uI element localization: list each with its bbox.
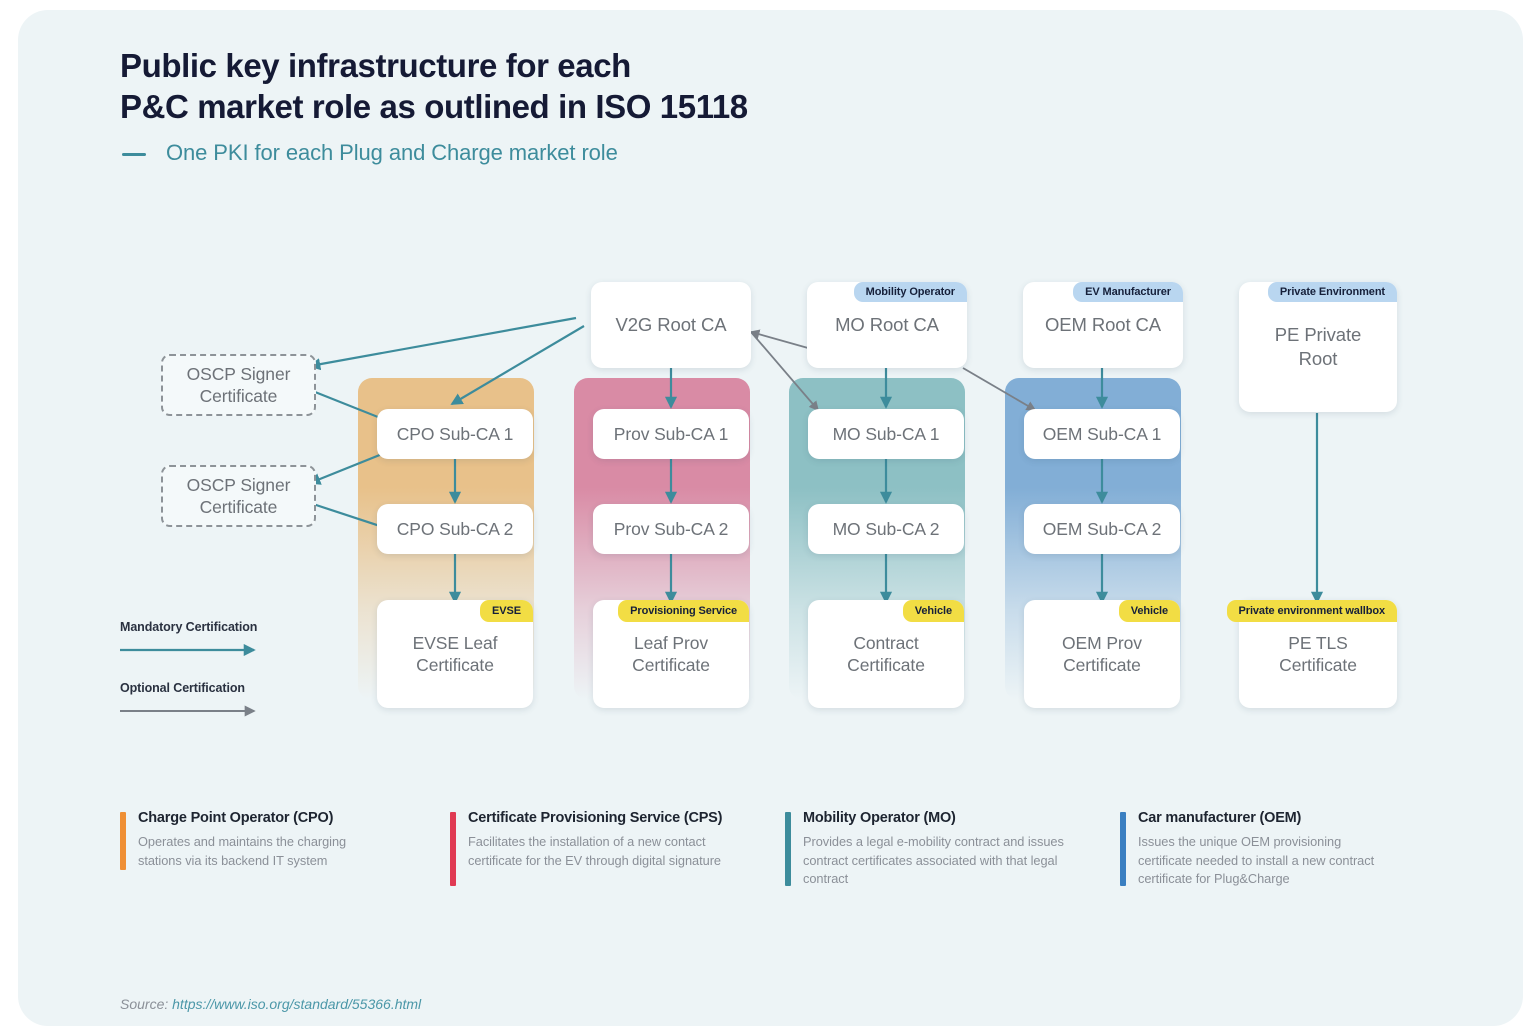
node-pe-tls-certificate[interactable]: Private environment wallbox PE TLS Certi…	[1226, 600, 1397, 708]
node-label: Prov Sub-CA 2	[613, 518, 729, 539]
node-oem-root-ca[interactable]: EV Manufacturer OEM Root CA	[1023, 282, 1183, 368]
node-oem-prov-certificate[interactable]: Vehicle OEM Prov Certificate	[1024, 600, 1180, 708]
node-label: Prov Sub-CA 1	[613, 423, 729, 444]
node-label: Contract Certificate	[847, 632, 925, 675]
node-oem-sub-ca-1[interactable]: OEM Sub-CA 1	[1024, 409, 1180, 459]
legend-mandatory: Mandatory Certification	[120, 620, 270, 661]
role-title: Car manufacturer (OEM)	[1138, 810, 1302, 826]
node-pe-private-root[interactable]: Private Environment PE Private Root	[1239, 282, 1397, 412]
legend-optional-arrow-icon	[120, 705, 256, 717]
role-color-bar	[450, 812, 456, 886]
role-color-bar	[1120, 812, 1126, 886]
edge-mo-root-v2g	[749, 329, 809, 349]
title-line-1: Public key infrastructure for each	[120, 47, 631, 84]
node-cpo-sub-ca-1[interactable]: CPO Sub-CA 1	[377, 409, 533, 459]
node-ocsp-signer-certificate-1[interactable]: OSCP Signer Certificate	[161, 354, 316, 416]
node-label: OEM Root CA	[1044, 314, 1162, 336]
title-line-2: P&C market role as outlined in ISO 15118	[120, 87, 748, 125]
node-label: EVSE Leaf Certificate	[412, 632, 498, 675]
role-legend: Charge Point Operator (CPO) Operates and…	[120, 810, 1440, 889]
node-label: PE TLS Certificate	[1279, 632, 1357, 675]
node-mo-sub-ca-2[interactable]: MO Sub-CA 2	[808, 504, 964, 554]
node-label: OEM Sub-CA 2	[1042, 518, 1162, 539]
node-evse-leaf-certificate[interactable]: EVSE EVSE Leaf Certificate	[377, 600, 533, 708]
badge-evse: EVSE	[480, 600, 533, 623]
badge-vehicle-oem: Vehicle	[1118, 600, 1180, 623]
node-ocsp-signer-certificate-2[interactable]: OSCP Signer Certificate	[161, 465, 316, 527]
badge-private-environment-wallbox: Private environment wallbox	[1226, 600, 1397, 623]
node-cpo-sub-ca-2[interactable]: CPO Sub-CA 2	[377, 504, 533, 554]
role-item-oem: Car manufacturer (OEM) Issues the unique…	[1120, 810, 1420, 889]
node-label: OSCP Signer Certificate	[186, 474, 291, 517]
node-label: CPO Sub-CA 2	[396, 518, 514, 539]
badge-vehicle-mo: Vehicle	[902, 600, 964, 623]
node-v2g-root-ca[interactable]: V2G Root CA	[591, 282, 751, 368]
legend-mandatory-label: Mandatory Certification	[120, 620, 258, 634]
node-label: V2G Root CA	[615, 314, 727, 336]
badge-provisioning-service: Provisioning Service	[618, 600, 749, 623]
node-label: MO Root CA	[835, 314, 939, 336]
page-title: Public key infrastructure for each P&C m…	[120, 46, 1020, 127]
node-mo-root-ca[interactable]: Mobility Operator MO Root CA	[807, 282, 967, 368]
role-item-mo: Mobility Operator (MO) Provides a legal …	[785, 810, 1120, 889]
badge-private-environment: Private Environment	[1267, 282, 1397, 303]
node-leaf-prov-certificate[interactable]: Provisioning Service Leaf Prov Certifica…	[593, 600, 749, 708]
legend-optional-label: Optional Certification	[120, 681, 245, 695]
node-label: OEM Sub-CA 1	[1042, 423, 1162, 444]
node-contract-certificate[interactable]: Vehicle Contract Certificate	[808, 600, 964, 708]
page-subtitle: One PKI for each Plug and Charge market …	[166, 140, 618, 165]
role-title: Certificate Provisioning Service (CPS)	[468, 810, 723, 826]
role-body: Issues the unique OEM provisioning certi…	[1138, 834, 1375, 887]
source-link[interactable]: https://www.iso.org/standard/55366.html	[172, 996, 422, 1012]
legend-mandatory-arrow-icon	[120, 643, 256, 657]
node-label: OSCP Signer Certificate	[186, 363, 291, 406]
node-mo-sub-ca-1[interactable]: MO Sub-CA 1	[808, 409, 964, 459]
infographic-card: Public key infrastructure for each P&C m…	[18, 10, 1523, 1026]
role-item-cpo: Charge Point Operator (CPO) Operates and…	[120, 810, 450, 889]
node-label: Leaf Prov Certificate	[632, 632, 710, 675]
source-line: Source: https://www.iso.org/standard/553…	[120, 996, 421, 1012]
node-label: OEM Prov Certificate	[1062, 632, 1142, 675]
node-label: MO Sub-CA 2	[832, 518, 940, 539]
node-prov-sub-ca-2[interactable]: Prov Sub-CA 2	[593, 504, 749, 554]
role-color-bar	[785, 812, 791, 886]
role-body: Provides a legal e-mobility contract and…	[803, 834, 1064, 887]
role-title: Charge Point Operator (CPO)	[138, 810, 334, 826]
source-prefix: Source:	[120, 996, 169, 1012]
node-prov-sub-ca-1[interactable]: Prov Sub-CA 1	[593, 409, 749, 459]
badge-ev-manufacturer: EV Manufacturer	[1073, 282, 1183, 303]
role-body: Operates and maintains the charging stat…	[138, 834, 347, 868]
legend-optional: Optional Certification	[120, 681, 270, 722]
node-label: MO Sub-CA 1	[832, 423, 940, 444]
node-label: CPO Sub-CA 1	[396, 423, 514, 444]
edge-v2g-ocsp1	[308, 316, 577, 371]
dash-icon	[122, 152, 146, 156]
pki-diagram: V2G Root CA Mobility Operator MO Root CA…	[18, 10, 1523, 1026]
role-color-bar	[120, 812, 126, 870]
role-body: Facilitates the installation of a new co…	[468, 834, 721, 868]
node-label: PE Private Root	[1274, 324, 1362, 369]
role-item-cps: Certificate Provisioning Service (CPS) F…	[450, 810, 785, 889]
role-title: Mobility Operator (MO)	[803, 810, 956, 826]
node-oem-sub-ca-2[interactable]: OEM Sub-CA 2	[1024, 504, 1180, 554]
badge-mobility-operator: Mobility Operator	[853, 282, 967, 303]
subtitle-row: One PKI for each Plug and Charge market …	[122, 140, 618, 166]
